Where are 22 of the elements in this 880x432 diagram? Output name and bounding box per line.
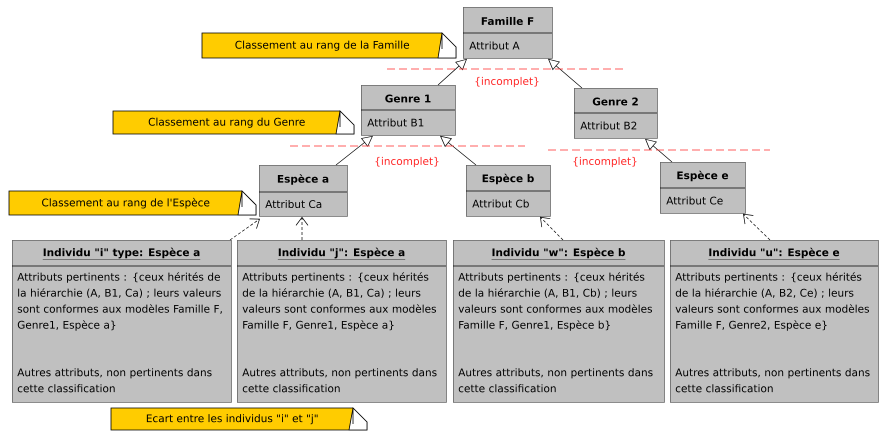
constraint-label: {incomplet} bbox=[574, 156, 636, 168]
generalization-arrow bbox=[336, 136, 373, 166]
class-box: Espèce a Attribut Ca bbox=[258, 165, 348, 217]
object-box: Individu "u": Espèce e Attributs pertinents : {ceux hérités de la hiérarchie (A, B2, Ce) ; leurs valeurs sont conformes aux modèles Famille F, Genre2, Espèce e} Autres attributs, non pertinents dans cette classification bbox=[670, 240, 879, 403]
class-box: Espèce b Attribut Cb bbox=[466, 165, 551, 217]
constraint-label: {incomplet} bbox=[476, 76, 538, 88]
generalization-arrow bbox=[743, 214, 770, 240]
class-box: Espèce e Attribut Ce bbox=[660, 162, 746, 214]
generalization-arrow bbox=[438, 58, 467, 86]
generalization-arrow bbox=[548, 58, 582, 88]
class-box: Famille F Attribut A bbox=[462, 7, 553, 59]
class-box: Genre 1 Attribut B1 bbox=[360, 85, 456, 136]
generalization-arrow bbox=[440, 136, 476, 166]
object-box: Individu "j": Espèce a Attributs pertinents : {ceux hérités de la hiérarchie (A, B1, Ca) ; leurs valeurs sont conformes aux modèles Famille F, Genre1, Espèce a} Autres attributs, non pertinents dans cette classification bbox=[236, 240, 447, 403]
generalization-arrow bbox=[540, 216, 564, 240]
generalization-arrow bbox=[645, 138, 672, 162]
generalization-arrow bbox=[296, 216, 308, 240]
object-box: Individu "i" type: Espèce a Attributs pertinents : {ceux hérités de la hiérarchie (A, B1, Ca) ; leurs valeurs sont conformes aux modèles Famille F, Genre1, Espèce a} Autres attributs, non pertinents dans cette classification bbox=[12, 240, 232, 403]
object-box: Individu "w": Espèce b Attributs pertinents : {ceux hérités de la hiérarchie (A, B1, Cb) ; leurs valeurs sont conformes aux modèles Famille F, Genre1, Espèce b} Autres attributs, non pertinents dans cette classification bbox=[452, 240, 665, 403]
generalization-arrow bbox=[230, 218, 260, 240]
constraint-label: {incomplet} bbox=[376, 156, 438, 168]
class-box: Genre 2 Attribut B2 bbox=[574, 88, 658, 139]
